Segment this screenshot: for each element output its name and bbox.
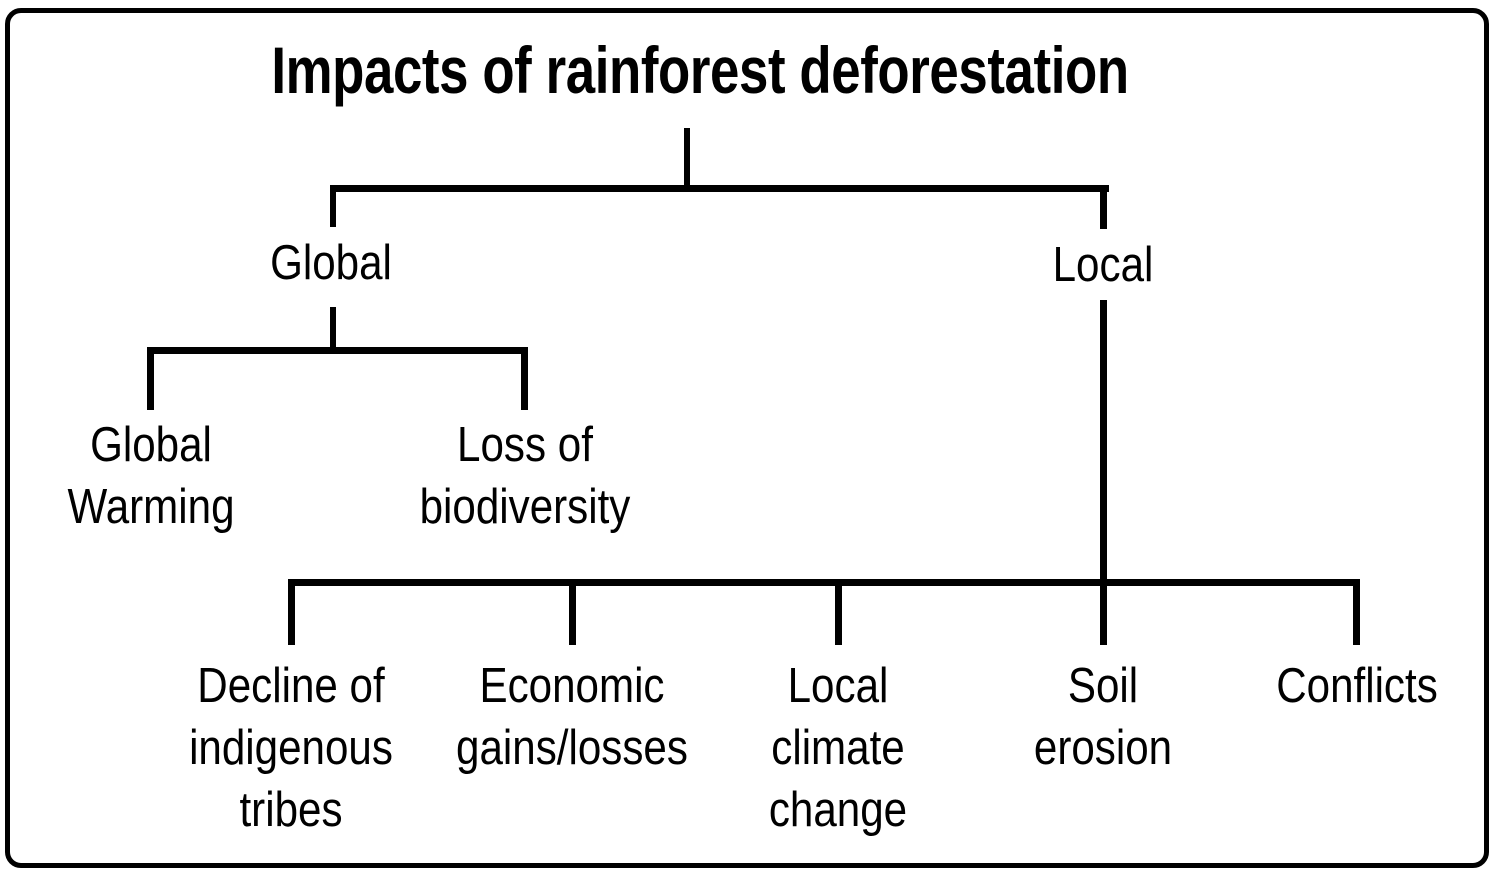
node-conflicts: Conflicts [1276, 659, 1438, 713]
connector-to-local-climate-change [835, 579, 842, 645]
connector-local-stem [1100, 300, 1107, 645]
connector-to-global [330, 185, 336, 227]
connector-to-decline-indigenous-tribes [288, 579, 295, 645]
node-soil-erosion: Soil erosion [1033, 659, 1173, 775]
connector-global-stem [330, 307, 336, 353]
connector-to-conflicts [1353, 579, 1360, 645]
connector-level1-bar [330, 185, 1109, 192]
diagram-frame [5, 8, 1489, 868]
node-decline-of-indigenous-tribes: Decline of indigenous tribes [189, 659, 393, 837]
page-title: Impacts of rainforest deforestation [271, 33, 1129, 107]
node-local: Local [1052, 238, 1154, 292]
node-economic-gains-losses: Economic gains/losses [456, 659, 688, 775]
connector-to-economic-gains-losses [569, 579, 576, 645]
node-global-warming: Global Warming [67, 418, 235, 534]
connector-root-stem [684, 128, 690, 190]
node-loss-of-biodiversity: Loss of biodiversity [419, 418, 631, 534]
connector-to-global-warming [147, 347, 154, 410]
connector-to-local [1100, 185, 1107, 229]
connector-to-loss-biodiversity [521, 347, 528, 410]
connector-local-children-bar [288, 579, 1360, 586]
node-local-climate-change: Local climate change [768, 659, 908, 837]
connector-global-children-bar [147, 347, 528, 354]
node-global: Global [270, 236, 392, 290]
